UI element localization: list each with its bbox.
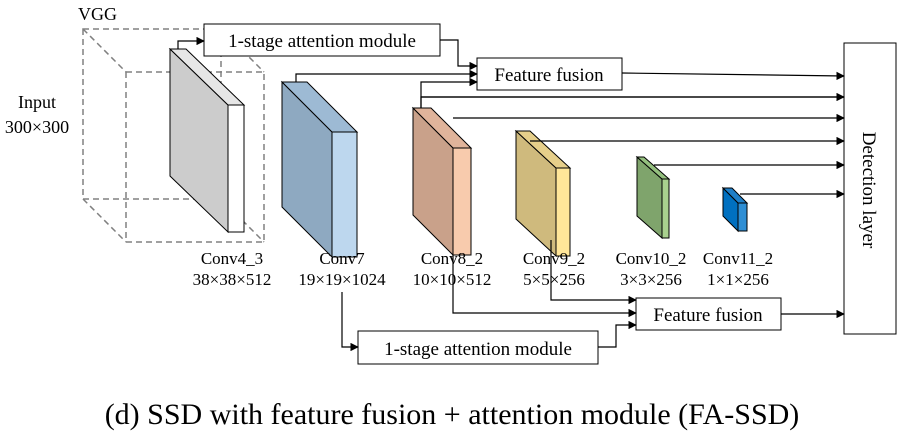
- conv4-3-label: Conv4_3: [201, 249, 263, 268]
- conv10-2-size: 3×3×256: [620, 270, 682, 289]
- arrow-conv8-to-fusion-top: [420, 77, 478, 108]
- feature-fusion-bottom: Feature fusion: [635, 297, 782, 331]
- conv8-2-size: 10×10×512: [413, 270, 492, 289]
- attention-module-bottom: 1-stage attention module: [357, 330, 599, 365]
- arrow-conv7-to-fusion-top: [295, 69, 478, 82]
- conv9-2-size: 5×5×256: [523, 270, 585, 289]
- conv9-2-block: [514, 129, 572, 258]
- input-size-label: 300×300: [5, 117, 69, 137]
- connectors: [177, 36, 845, 352]
- conv11-2-block: [721, 186, 749, 233]
- attention-module-top-label: 1-stage attention module: [228, 31, 416, 52]
- conv11-2-label: Conv11_2: [703, 249, 773, 268]
- conv7-size: 19×19×1024: [298, 270, 386, 289]
- attention-module-top: 1-stage attention module: [203, 23, 441, 57]
- conv10-2-block: [635, 155, 671, 240]
- arrow-attention-to-fusion-top: [440, 39, 478, 71]
- feature-fusion-top-label: Feature fusion: [494, 65, 604, 86]
- conv4-3-block: [168, 47, 246, 234]
- arrow-conv9-to-fusion-bottom: [550, 240, 637, 305]
- arrow-conv8-branch: [420, 96, 844, 108]
- arrow-conv8-to-fusion-bottom: [452, 255, 637, 318]
- conv8-2-label: Conv8_2: [421, 249, 483, 268]
- figure-caption: (d) SSD with feature fusion + attention …: [105, 398, 800, 431]
- conv11-2-size: 1×1×256: [707, 270, 769, 289]
- detection-layer-label: Detection layer: [858, 132, 879, 249]
- layer-labels: Conv4_3 38×38×512 Conv7 19×19×1024 Conv8…: [193, 249, 773, 289]
- conv8-2-block: [411, 106, 473, 257]
- arrow-conv4-to-attention: [177, 36, 205, 49]
- detection-layer: Detection layer: [843, 42, 897, 335]
- conv4-3-size: 38×38×512: [193, 270, 272, 289]
- vgg-label: VGG: [78, 4, 117, 24]
- arrow-conv7-to-attention-bottom: [341, 292, 359, 352]
- feature-fusion-bottom-label: Feature fusion: [653, 305, 763, 326]
- feature-fusion-top: Feature fusion: [476, 57, 623, 91]
- arrow-fusion-top-to-detection: [621, 71, 845, 81]
- attention-module-bottom-label: 1-stage attention module: [384, 339, 572, 360]
- input-label: Input: [18, 92, 56, 112]
- arrow-attention-to-fusion-bottom: [598, 320, 637, 348]
- conv7-block: [280, 80, 359, 259]
- conv10-2-label: Conv10_2: [616, 249, 687, 268]
- conv9-2-label: Conv9_2: [523, 249, 585, 268]
- conv7-label: Conv7: [319, 249, 365, 268]
